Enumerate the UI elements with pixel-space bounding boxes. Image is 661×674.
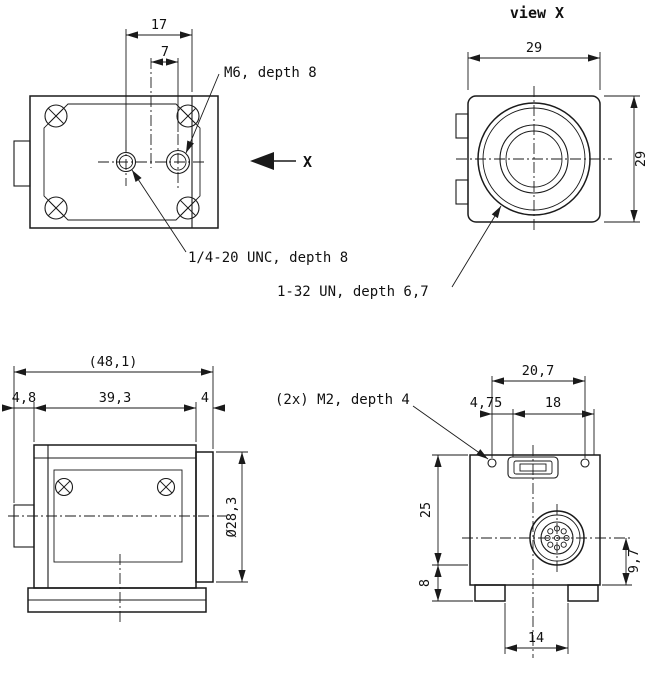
dim-39-3-label: 39,3 — [99, 390, 132, 406]
top-view-left-protrusion — [13, 140, 31, 187]
dim-25-and-8: 25 8 — [417, 454, 473, 602]
dim-7: 7 — [151, 44, 179, 132]
top-view-centerlines — [98, 58, 204, 190]
side-view-front-flange — [195, 451, 214, 583]
label-m6: M6, depth 8 — [224, 65, 317, 81]
leader-mount-thread: 1-32 UN, depth 6,7 — [277, 205, 502, 300]
screw-bottom-right — [176, 196, 200, 220]
leader-m6: M6, depth 8 — [185, 65, 317, 154]
dim-29-height-label: 29 — [633, 151, 649, 167]
front-view-tab-top — [455, 113, 469, 139]
dim-overall-48-1: (48,1) — [13, 354, 214, 503]
view-direction-arrow: X — [250, 152, 312, 171]
dim-4-8-label: 4,8 — [12, 390, 36, 406]
dim-17: 17 — [125, 17, 193, 152]
dim-25-label: 25 — [418, 502, 434, 518]
dim-20-7: 20,7 — [491, 363, 586, 458]
dim-20-7-label: 20,7 — [522, 363, 555, 379]
dim-chain: 4,8 39,3 4 — [2, 390, 225, 442]
dim-14-label: 14 — [528, 630, 544, 646]
screw-bottom-left — [44, 196, 68, 220]
rear-view-centerlines — [462, 445, 632, 658]
dim-18-label: 18 — [545, 395, 561, 411]
rear-view-body-outline — [469, 454, 601, 586]
dim-29-width-label: 29 — [526, 40, 542, 56]
dim-9-7-label: 9,7 — [626, 549, 642, 573]
label-unc: 1/4-20 UNC, depth 8 — [188, 250, 348, 266]
side-view: (48,1) 4,8 39,3 4 Ø28,3 — [2, 354, 248, 624]
dim-7-label: 7 — [161, 44, 169, 60]
label-m2: (2x) M2, depth 4 — [275, 392, 410, 408]
side-view-rear-connector — [13, 504, 35, 548]
m2-hole-left — [487, 458, 497, 468]
front-view-title: view X — [510, 4, 564, 22]
screw-top-right — [176, 104, 200, 128]
rear-view-foot-right — [567, 584, 599, 602]
side-view-centerlines — [8, 515, 226, 624]
rear-view: (2x) M2, depth 4 20,7 4,75 18 25 — [275, 363, 642, 658]
leader-unc: 1/4-20 UNC, depth 8 — [131, 169, 348, 266]
dim-4-75-and-18: 4,75 18 — [470, 395, 595, 457]
front-view-tab-bottom — [455, 179, 469, 205]
top-view: 17 7 M6, depth 8 1/4-20 UNC, depth 8 X — [13, 17, 348, 266]
dim-9-7: 9,7 — [602, 538, 642, 586]
front-view: view X 29 29 — [277, 4, 649, 300]
dim-diameter-28-3: Ø28,3 — [216, 451, 248, 583]
view-arrow-icon — [250, 152, 274, 170]
side-view-screw-right — [156, 477, 176, 497]
dim-4-label: 4 — [201, 390, 209, 406]
dim-29-width: 29 — [467, 40, 601, 90]
leader-m2: (2x) M2, depth 4 — [275, 392, 489, 460]
side-view-screw-left — [54, 477, 74, 497]
dim-8-label: 8 — [417, 579, 433, 587]
dim-14: 14 — [504, 603, 569, 654]
dim-29-height: 29 — [604, 95, 649, 223]
label-mount-thread: 1-32 UN, depth 6,7 — [277, 284, 429, 300]
front-view-centerlines — [456, 86, 612, 232]
dim-4-75-label: 4,75 — [470, 395, 503, 411]
dim-diameter-label: Ø28,3 — [224, 497, 240, 538]
dim-17-label: 17 — [151, 17, 167, 33]
m2-hole-right — [580, 458, 590, 468]
rear-view-foot-left — [474, 584, 506, 602]
screw-top-left — [44, 104, 68, 128]
side-view-body-outline — [33, 444, 197, 589]
dim-overall-label: (48,1) — [89, 354, 138, 370]
view-direction-label: X — [303, 153, 312, 171]
